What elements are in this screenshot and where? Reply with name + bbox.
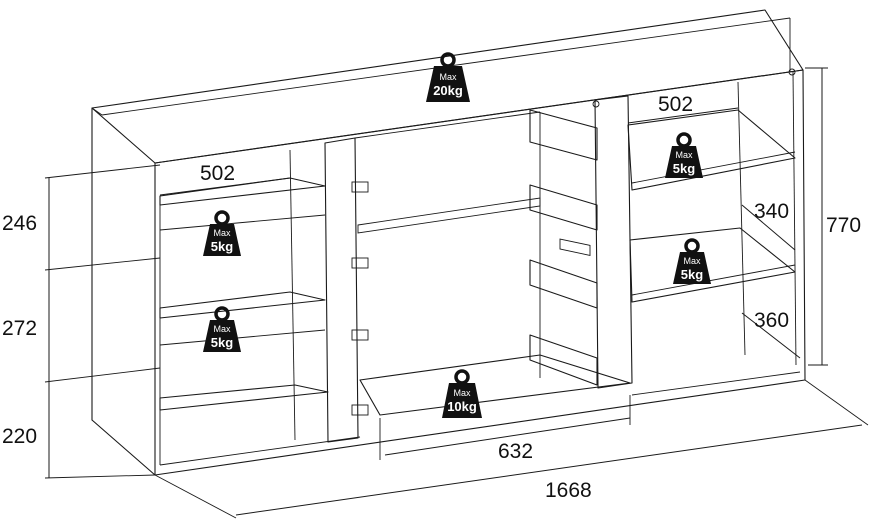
svg-text:5kg: 5kg <box>211 335 233 350</box>
left-shelf-middle <box>159 291 326 319</box>
svg-text:Max: Max <box>213 228 231 238</box>
door-width-dim-line <box>384 417 631 456</box>
left-shelf-bottom <box>159 384 329 411</box>
depth-right-dim-line <box>627 107 739 124</box>
right-shelves <box>627 109 796 303</box>
divider-brackets <box>351 68 796 416</box>
svg-text:Max: Max <box>675 150 693 160</box>
right-divider <box>594 95 633 389</box>
svg-text:Max: Max <box>439 72 457 82</box>
label-total-height: 770 <box>826 214 861 237</box>
svg-text:5kg: 5kg <box>673 161 695 176</box>
dimension-labels: 502 502 246 272 220 340 360 770 632 1668 <box>2 93 861 502</box>
label-height-bottom-left: 220 <box>2 425 37 448</box>
label-door-width: 632 <box>498 440 533 463</box>
svg-text:20kg: 20kg <box>433 83 463 98</box>
total-width-dim-line <box>235 424 863 516</box>
label-total-width: 1668 <box>545 479 592 502</box>
right-shelf-top <box>627 109 796 191</box>
label-height-top-left: 246 <box>2 212 37 235</box>
right-shelf-bottom <box>629 227 796 303</box>
label-height-middle-left: 272 <box>2 317 37 340</box>
svg-text:5kg: 5kg <box>681 267 703 282</box>
center-bottom-board <box>359 354 631 416</box>
depth-left-dim-line <box>159 177 291 196</box>
bottom-front-edge <box>154 379 806 476</box>
svg-text:Max: Max <box>453 388 471 398</box>
weight-icon-left-upper: Max 5kg <box>203 210 241 256</box>
right-upper-dim-line <box>741 204 796 251</box>
weight-icon-right-upper: Max 5kg <box>665 132 703 178</box>
svg-text:10kg: 10kg <box>447 399 477 414</box>
right-lower-dim-line <box>741 312 801 359</box>
svg-text:Max: Max <box>213 324 231 334</box>
svg-text:5kg: 5kg <box>211 239 233 254</box>
dimension-lines <box>44 67 869 519</box>
label-depth-right: 502 <box>658 93 693 116</box>
left-divider <box>324 137 359 443</box>
label-height-right-upper: 340 <box>754 200 789 223</box>
weight-icon-top: Max 20kg <box>426 52 470 102</box>
cabinet-body <box>91 9 806 476</box>
weight-icon-left-lower: Max 5kg <box>203 306 241 352</box>
drawer-runners <box>529 109 598 386</box>
svg-text:Max: Max <box>683 256 701 266</box>
weight-icon-right-lower: Max 5kg <box>673 238 711 284</box>
left-shelves <box>159 177 329 411</box>
label-height-right-lower: 360 <box>754 309 789 332</box>
label-depth-left: 502 <box>200 162 235 185</box>
weight-icon-bottom: Max 10kg <box>442 369 482 418</box>
